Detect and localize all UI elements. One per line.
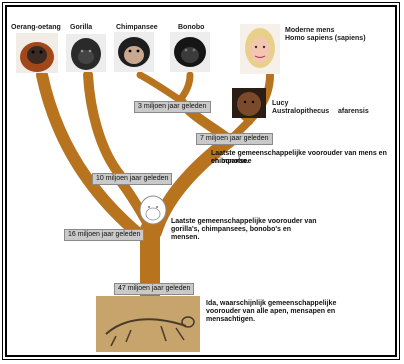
label-chimpanzee: Chimpansee	[116, 24, 158, 31]
label-lucy-1: Lucy	[272, 100, 289, 107]
time-7: 7 miljoen jaar geleden	[196, 133, 273, 145]
time-10: 10 miljoen jaar geleden	[92, 173, 173, 185]
desc-great-apes-1: Laatste gemeenschappelijke voorouder van	[171, 218, 317, 225]
time-47: 47 miljoen jaar geleden	[114, 283, 195, 295]
label-gorilla: Gorilla	[70, 24, 93, 31]
label-human-1: Moderne mens	[285, 27, 335, 34]
desc-ida-3: mensachtigen.	[206, 316, 256, 323]
chimpanzee-photo	[114, 32, 154, 72]
ida-fossil	[96, 296, 200, 352]
outer-frame	[2, 2, 400, 360]
label-bonobo: Bonobo	[178, 24, 205, 31]
lucy-reconstruction	[232, 88, 266, 118]
label-lucy-2: Australopithecus	[272, 108, 330, 115]
human-photo	[240, 24, 280, 74]
desc-great-apes-2: gorilla's, chimpansees, bonobo's en	[171, 226, 292, 233]
branch-orangutan	[36, 69, 146, 241]
gorilla-photo	[66, 34, 106, 72]
desc-human-chimp-2: en bonobo.	[211, 158, 249, 165]
orangutan-photo	[16, 33, 58, 73]
desc-ida-1: Ida, waarschijnlijk gemeenschappelijke	[206, 300, 337, 307]
ancestor-sketch	[139, 195, 167, 225]
branch-bonobo	[176, 71, 194, 104]
desc-great-apes-3: mensen.	[171, 234, 200, 241]
label-lucy-2b: afarensis	[338, 108, 369, 115]
branch-chimp	[136, 71, 184, 104]
label-human-2: Homo sapiens (sapiens)	[285, 35, 366, 42]
desc-ida-2: voorouder van alle apen, mensapen en	[206, 308, 336, 315]
bonobo-photo	[170, 32, 210, 72]
branch-gorilla	[83, 70, 125, 180]
time-3: 3 miljoen jaar geleden	[134, 101, 211, 113]
inner-frame	[5, 5, 397, 357]
label-orangutan: Oerang-oetang	[11, 24, 61, 31]
time-16: 16 miljoen jaar geleden	[64, 229, 145, 241]
desc-human-chimp-1: Laatste gemeenschappelijke voorouder van…	[211, 150, 387, 165]
